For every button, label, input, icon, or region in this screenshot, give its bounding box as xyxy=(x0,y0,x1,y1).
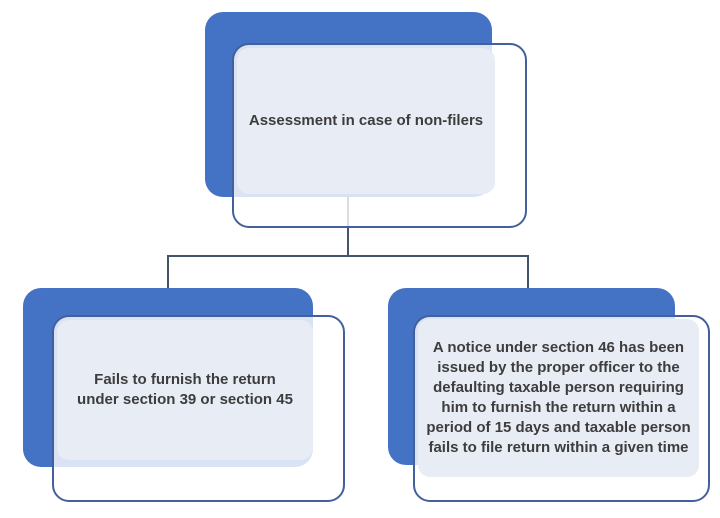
root-node-front-shape: Assessment in case of non-filers xyxy=(232,43,527,228)
left-child-node-inner-panel: Fails to furnish the return under sectio… xyxy=(57,320,313,460)
left-child-node-front-shape: Fails to furnish the return under sectio… xyxy=(52,315,345,502)
root-node-label: Assessment in case of non-filers xyxy=(248,112,484,129)
connector-horizontal-line xyxy=(167,255,529,257)
right-child-node-inner-panel: A notice under section 46 has been issue… xyxy=(418,319,699,477)
right-child-node-front-shape: A notice under section 46 has been issue… xyxy=(413,315,710,502)
connector-right-drop-line xyxy=(527,255,529,288)
left-child-node-label: Fails to furnish the return under sectio… xyxy=(77,371,293,408)
root-node-inner-panel: Assessment in case of non-filers xyxy=(237,48,495,194)
connector-left-drop-line xyxy=(167,255,169,288)
right-child-node-label: A notice under section 46 has been issue… xyxy=(426,339,691,456)
